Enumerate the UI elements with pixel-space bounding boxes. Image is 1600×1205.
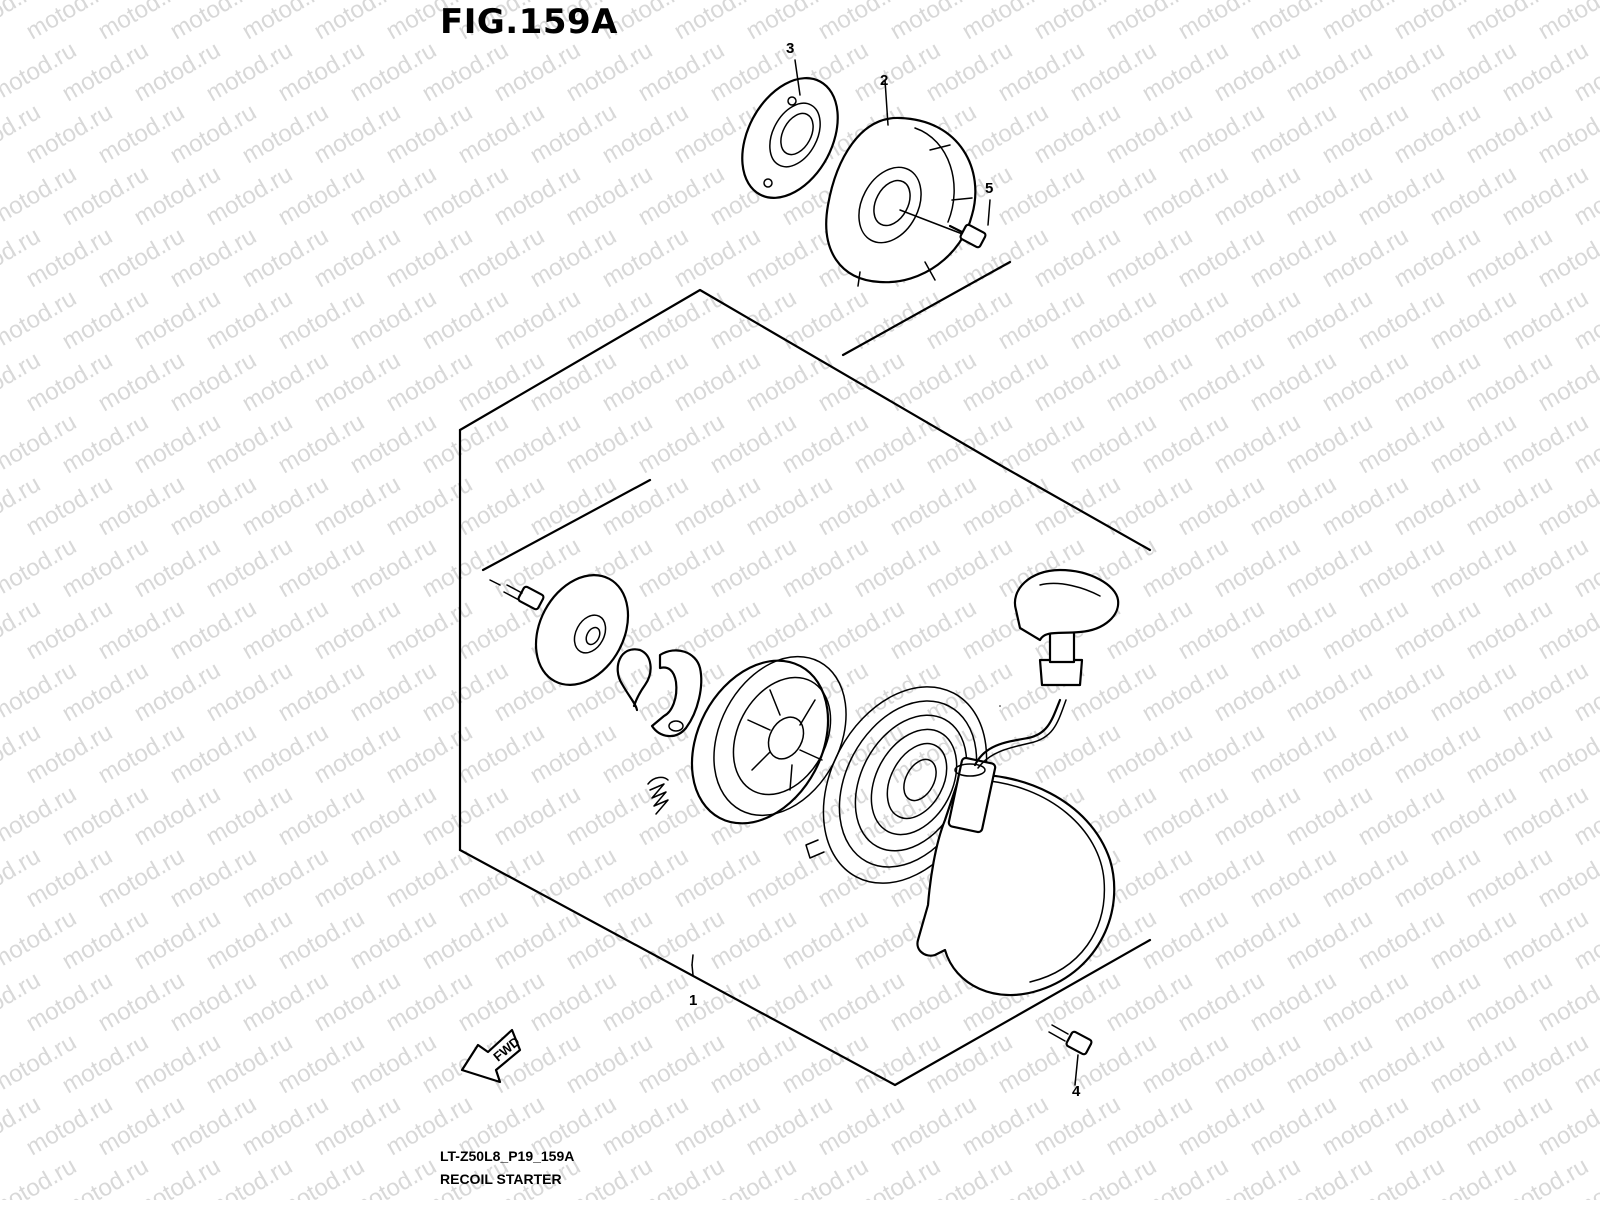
figure-title: FIG.159A [440,2,618,42]
callout-4: 4 [1072,1083,1080,1100]
drawing-code: LT-Z50L8_P19_159A [440,1148,574,1164]
callout-1: 1 [689,992,697,1009]
watermark-text: motod.ru [1534,0,1600,45]
leader-lines [692,955,693,975]
callout-3: 3 [786,40,794,57]
callout-5: 5 [985,180,993,197]
callout-2: 2 [880,72,888,89]
figure-caption: RECOIL STARTER [440,1171,562,1187]
